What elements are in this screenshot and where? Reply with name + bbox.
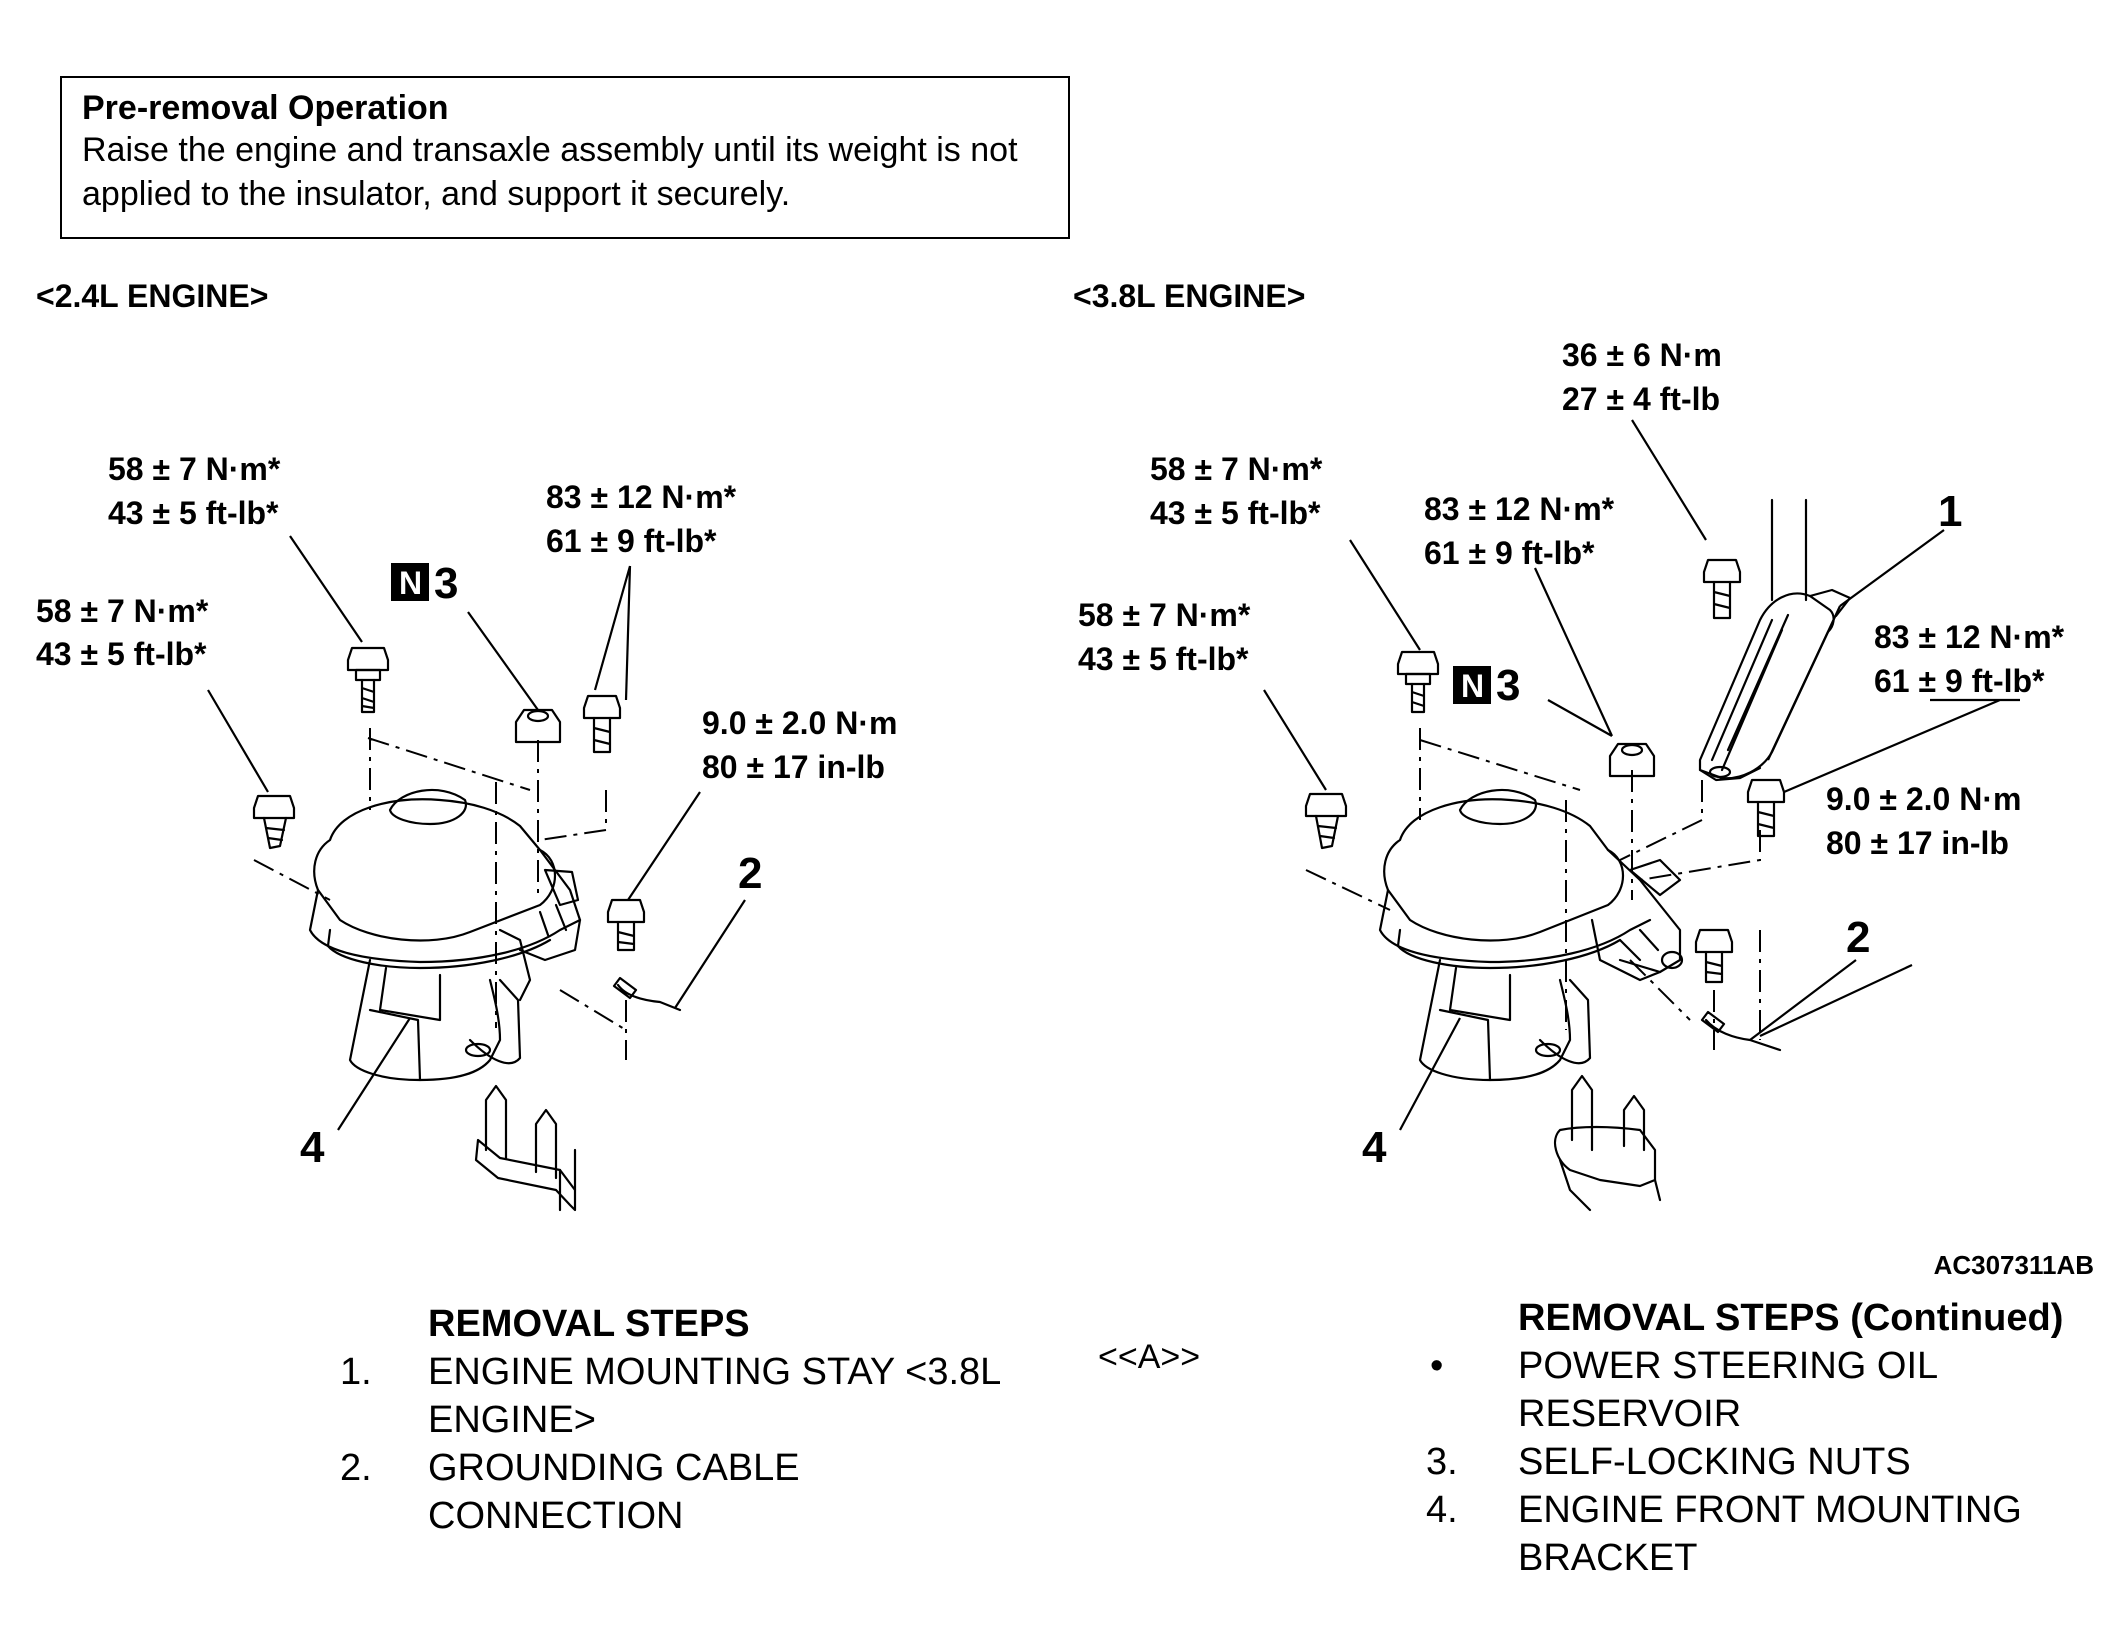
bolt-icon bbox=[1396, 650, 1440, 714]
torque-label: 43 ± 5 ft-lb* bbox=[108, 495, 279, 531]
bolt-icon bbox=[1304, 792, 1348, 850]
bolt-icon bbox=[1702, 558, 1742, 620]
list-item: 4. ENGINE FRONT MOUNTING BRACKET bbox=[1426, 1486, 2106, 1582]
step-text: SELF-LOCKING NUTS bbox=[1518, 1441, 1911, 1483]
torque-label: 43 ± 5 ft-lb* bbox=[1150, 495, 1321, 531]
mounting-diagram: 58 ± 7 N·m* 43 ± 5 ft-lb* 58 ± 7 N·m* 43… bbox=[36, 337, 2065, 1212]
callout-3: 3 bbox=[434, 559, 458, 608]
diagram-3-8l-engine: 36 ± 6 N·m 27 ± 4 ft-lb 58 ± 7 N·m* 43 ±… bbox=[1078, 337, 2065, 1212]
torque-label: 43 ± 5 ft-lb* bbox=[36, 636, 207, 672]
list-item: 2. GROUNDING CABLE CONNECTION bbox=[340, 1444, 1060, 1540]
torque-label: 43 ± 5 ft-lb* bbox=[1078, 641, 1249, 677]
n-badge-icon bbox=[1453, 666, 1491, 704]
diagram-2-4l-engine: 58 ± 7 N·m* 43 ± 5 ft-lb* 58 ± 7 N·m* 43… bbox=[36, 451, 897, 1212]
step-number: 1. bbox=[340, 1351, 372, 1393]
removal-steps: REMOVAL STEPS 1. ENGINE MOUNTING STAY <3… bbox=[340, 1300, 1060, 1540]
engine-mounting-stay-icon bbox=[1698, 498, 1852, 782]
figure-code: AC307311AB bbox=[1933, 1250, 2094, 1280]
step-text: POWER STEERING OIL RESERVOIR bbox=[1518, 1345, 1937, 1435]
torque-label: 61 ± 9 ft-lb* bbox=[1874, 663, 2045, 699]
bolt-icon bbox=[1746, 778, 1786, 838]
grounding-cable-icon bbox=[1700, 1010, 1782, 1052]
callout-3: 3 bbox=[1496, 661, 1520, 710]
service-point-marker: <<A>> bbox=[1098, 1338, 1201, 1376]
engine-mount-bracket-icon bbox=[308, 788, 582, 1082]
nut-icon bbox=[514, 708, 562, 744]
removal-steps-continued-heading: REMOVAL STEPS (Continued) bbox=[1518, 1297, 2064, 1339]
pre-removal-notice: Pre-removal Operation Raise the engine a… bbox=[60, 76, 1070, 239]
torque-label: 83 ± 12 N·m* bbox=[1424, 491, 1615, 527]
assembly-lines bbox=[1305, 728, 1761, 1050]
nut-icon bbox=[1608, 742, 1656, 778]
step-bullet: • bbox=[1430, 1345, 1444, 1387]
bolt-icon bbox=[346, 646, 390, 714]
body-stud-plate-icon bbox=[474, 1084, 577, 1212]
list-item: 3. SELF-LOCKING NUTS bbox=[1426, 1438, 2106, 1486]
leader-lines bbox=[207, 535, 746, 1131]
callout-2: 2 bbox=[738, 849, 762, 898]
step-number: 3. bbox=[1426, 1441, 1458, 1483]
list-item: • POWER STEERING OIL RESERVOIR bbox=[1426, 1342, 2106, 1438]
bolt-icon bbox=[1694, 928, 1734, 984]
step-text: ENGINE MOUNTING STAY <3.8L ENGINE> bbox=[428, 1351, 1000, 1441]
torque-label: 83 ± 12 N·m* bbox=[546, 479, 737, 515]
bolt-icon bbox=[606, 898, 646, 952]
torque-label: 36 ± 6 N·m bbox=[1562, 337, 1722, 373]
n-badge-icon bbox=[391, 563, 429, 601]
torque-label: 61 ± 9 ft-lb* bbox=[1424, 535, 1595, 571]
bolt-icon bbox=[252, 794, 296, 850]
n-badge-letter: N bbox=[399, 565, 422, 601]
assembly-lines bbox=[253, 728, 627, 1060]
torque-label: 27 ± 4 ft-lb bbox=[1562, 381, 1720, 417]
callout-2: 2 bbox=[1846, 913, 1870, 962]
step-number: 4. bbox=[1426, 1489, 1458, 1531]
step-text: GROUNDING CABLE CONNECTION bbox=[428, 1447, 800, 1537]
grounding-cable-icon bbox=[612, 976, 682, 1012]
step-number: 2. bbox=[340, 1447, 372, 1489]
body-stud-plate-icon bbox=[1553, 1074, 1662, 1212]
engine-label-3-8l: <3.8L ENGINE> bbox=[1073, 278, 1306, 314]
torque-label: 9.0 ± 2.0 N·m bbox=[1826, 781, 2021, 817]
callout-4: 4 bbox=[300, 1123, 325, 1172]
torque-label: 83 ± 12 N·m* bbox=[1874, 619, 2065, 655]
notice-title: Pre-removal Operation bbox=[82, 89, 449, 127]
torque-label: 61 ± 9 ft-lb* bbox=[546, 523, 717, 559]
list-item: 1. ENGINE MOUNTING STAY <3.8L ENGINE> bbox=[340, 1348, 1060, 1444]
callout-4: 4 bbox=[1362, 1123, 1387, 1172]
notice-body: Raise the engine and transaxle assembly … bbox=[82, 131, 1018, 213]
torque-label: 80 ± 17 in-lb bbox=[1826, 825, 2009, 861]
torque-label: 80 ± 17 in-lb bbox=[702, 749, 885, 785]
torque-label: 58 ± 7 N·m* bbox=[1150, 451, 1323, 487]
torque-label: 9.0 ± 2.0 N·m bbox=[702, 705, 897, 741]
engine-label-2-4l: <2.4L ENGINE> bbox=[36, 278, 269, 314]
torque-label: 58 ± 7 N·m* bbox=[1078, 597, 1251, 633]
step-text: ENGINE FRONT MOUNTING BRACKET bbox=[1518, 1489, 2022, 1579]
n-badge-letter: N bbox=[1461, 668, 1484, 704]
callout-1: 1 bbox=[1938, 487, 1962, 536]
torque-label: 58 ± 7 N·m* bbox=[36, 593, 209, 629]
bolt-icon bbox=[582, 694, 622, 754]
removal-steps-heading: REMOVAL STEPS bbox=[428, 1303, 750, 1345]
engine-mount-bracket-icon bbox=[1378, 788, 1684, 1082]
torque-label: 58 ± 7 N·m* bbox=[108, 451, 281, 487]
removal-steps-continued: REMOVAL STEPS (Continued) • POWER STEERI… bbox=[1426, 1294, 2106, 1582]
